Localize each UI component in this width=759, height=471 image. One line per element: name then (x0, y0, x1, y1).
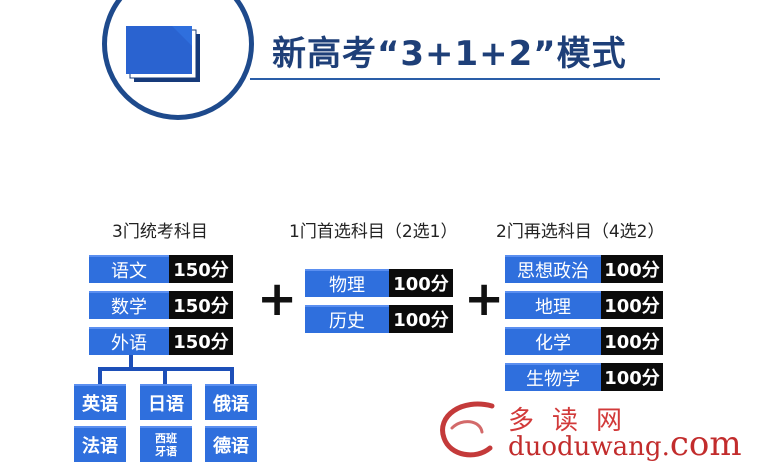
lang-french: 法语 (74, 426, 126, 462)
subject-score: 150分 (169, 327, 233, 355)
subject-label: 语文 (89, 255, 169, 283)
group-title-unified: 3门统考科目 (112, 222, 208, 242)
connector-drop-mid (163, 367, 167, 385)
watermark-chinese: 多读网 (508, 406, 641, 436)
connector-drop-left (98, 367, 102, 385)
book-icon (126, 26, 200, 82)
subject-row-chemistry: 化学 100分 (505, 327, 663, 355)
first-choice-list: 物理 100分 历史 100分 (305, 269, 453, 333)
subject-label: 思想政治 (505, 255, 601, 283)
subject-score: 100分 (601, 327, 663, 355)
subject-label: 地理 (505, 291, 601, 319)
subject-score: 100分 (601, 255, 663, 283)
subject-row-geography: 地理 100分 (505, 291, 663, 319)
group-title-second-choice: 2门再选科目（4选2） (496, 222, 665, 242)
watermark-tld: com (669, 424, 742, 464)
unified-list: 语文 150分 数学 150分 外语 150分 (89, 255, 233, 355)
subject-score: 150分 (169, 291, 233, 319)
subject-label: 历史 (305, 305, 389, 333)
lang-spanish-line1: 西班 (155, 432, 177, 445)
lang-russian: 俄语 (205, 384, 257, 420)
subject-score: 100分 (389, 305, 453, 333)
page-title: 新高考“3+1+2”模式 (272, 34, 627, 74)
lang-japanese: 日语 (140, 384, 192, 420)
plus-sign-2: + (464, 271, 505, 327)
subject-score: 100分 (601, 363, 663, 391)
subject-label: 外语 (89, 327, 169, 355)
subject-label: 物理 (305, 269, 389, 297)
subject-row-math: 数学 150分 (89, 291, 233, 319)
subject-score: 100分 (601, 291, 663, 319)
second-choice-list: 思想政治 100分 地理 100分 化学 100分 生物学 100分 (505, 255, 663, 391)
subject-row-physics: 物理 100分 (305, 269, 453, 297)
lang-german: 德语 (205, 426, 257, 462)
subject-row-biology: 生物学 100分 (505, 363, 663, 391)
connector-drop-right (230, 367, 234, 385)
subject-row-foreign-language: 外语 150分 (89, 327, 233, 355)
watermark-domain: duoduwang.com (508, 424, 742, 464)
subject-row-history: 历史 100分 (305, 305, 453, 333)
plus-sign-1: + (257, 271, 298, 327)
subject-score: 100分 (389, 269, 453, 297)
subject-label: 化学 (505, 327, 601, 355)
lang-spanish-line2: 牙语 (155, 445, 177, 458)
group-title-first-choice: 1门首选科目（2选1） (289, 222, 458, 242)
title-underline (250, 78, 660, 80)
subject-row-chinese: 语文 150分 (89, 255, 233, 283)
subject-score: 150分 (169, 255, 233, 283)
connector-stem (129, 355, 133, 369)
watermark-swirl-icon (440, 401, 495, 458)
subject-row-politics: 思想政治 100分 (505, 255, 663, 283)
lang-spanish: 西班 牙语 (140, 426, 192, 462)
subject-label: 数学 (89, 291, 169, 319)
lang-english: 英语 (74, 384, 126, 420)
subject-label: 生物学 (505, 363, 601, 391)
watermark-domain-name: duoduwang. (508, 432, 670, 462)
